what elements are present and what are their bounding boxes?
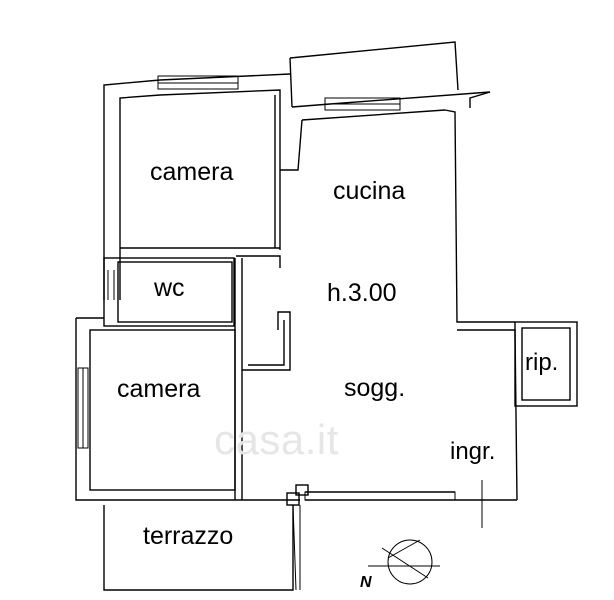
room-label-wc: wc bbox=[154, 274, 185, 302]
room-label-height: h.3.00 bbox=[327, 279, 397, 307]
compass-icon bbox=[368, 539, 440, 585]
compass-north-label: N bbox=[360, 574, 372, 591]
outer-walls bbox=[103, 41, 578, 501]
camera-bottom-walls bbox=[75, 258, 300, 501]
watermark: casa.it bbox=[214, 416, 339, 463]
room-label-ingresso: ingr. bbox=[450, 438, 496, 465]
pillars bbox=[286, 484, 309, 506]
closet-niche bbox=[242, 311, 291, 371]
wc-walls bbox=[103, 255, 281, 327]
room-label-terrazzo: terrazzo bbox=[143, 522, 234, 550]
room-label-ripostiglio: rip. bbox=[525, 349, 559, 376]
camera-top-walls bbox=[120, 95, 280, 249]
terrazzo-walls bbox=[103, 504, 301, 591]
room-label-cucina: cucina bbox=[333, 177, 406, 205]
room-label-camera-top: camera bbox=[150, 158, 234, 186]
room-label-camera-bottom: camera bbox=[117, 375, 201, 403]
entrance-door bbox=[470, 480, 495, 528]
room-label-soggiorno: sogg. bbox=[344, 374, 406, 402]
